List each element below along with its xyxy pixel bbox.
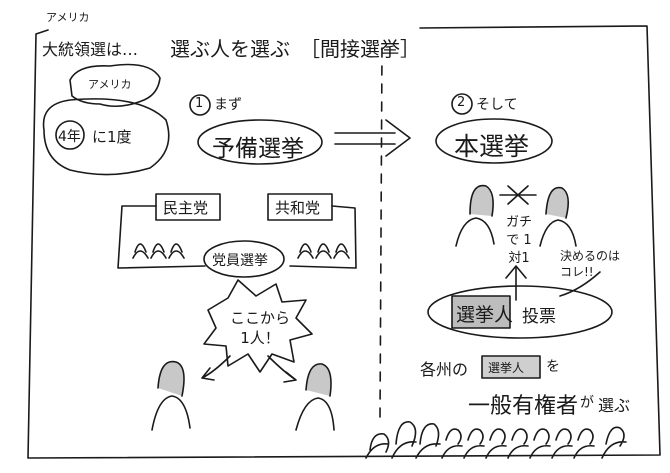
candidate-a-icon: [455, 184, 495, 247]
map-label: アメリカ: [88, 78, 132, 91]
elector-label: 選挙人: [456, 304, 514, 326]
step2-circle: [451, 93, 473, 115]
year-circle: [55, 120, 85, 150]
primary-oval: [197, 119, 323, 165]
elector-box: [451, 295, 511, 329]
step1-num: 1: [195, 96, 204, 111]
candidate-b-icon: [539, 186, 577, 247]
burst-label: ここから 1人！: [230, 309, 291, 347]
ga-label: が: [580, 395, 594, 411]
voters-crowd-icon: [365, 421, 627, 459]
big-arrow: [334, 119, 411, 157]
rep-box: [267, 193, 333, 221]
step2-label: そして: [476, 97, 518, 113]
public-label: 一般有権者: [468, 394, 579, 419]
usa-tag: アメリカ: [46, 11, 90, 24]
general-label: 本選挙: [454, 132, 530, 161]
header-main: 選ぶ人を選ぶ: [170, 37, 290, 61]
vote-label: 投票: [522, 307, 556, 327]
burst-shape: [203, 279, 313, 373]
member-vote-oval: [203, 240, 285, 278]
up-arrow: [505, 265, 527, 301]
versus-label: ガチで 1対1: [505, 215, 532, 266]
general-oval: [435, 118, 553, 164]
usa-map-shape: [69, 63, 161, 108]
arrow-right-candidate: [267, 355, 297, 383]
step1-label: まず: [214, 97, 242, 113]
rep-members-icon: [297, 243, 350, 259]
decides-pointer: [559, 271, 601, 297]
step1-circle: [189, 94, 211, 116]
primary-label: 予備選挙: [212, 136, 304, 162]
candidate-right-icon: [295, 363, 335, 431]
frequency-bubble: [42, 98, 170, 176]
divider-line: [379, 47, 383, 421]
every-rest: に1度: [92, 128, 132, 146]
header-lead: 大統領選は…: [42, 40, 139, 59]
rep-bracket: [289, 205, 357, 269]
header-bracket: ［間接選挙］: [300, 37, 420, 61]
elector-small-box: [481, 355, 541, 379]
elector-small-label: 選挙人: [488, 361, 525, 375]
wo-label: を: [546, 359, 560, 375]
dem-bracket: [117, 205, 206, 269]
rep-label: 共和党: [275, 199, 321, 217]
dem-members-icon: [132, 243, 185, 259]
decides-label: 決めるのは コレ!!: [560, 249, 621, 279]
dem-box: [155, 193, 221, 221]
dem-label: 民主党: [163, 199, 209, 217]
choose-label: 選ぶ: [598, 396, 631, 415]
every-num: 4年: [58, 129, 81, 145]
versus-mark: [499, 185, 537, 205]
each-state-label: 各州の: [420, 360, 469, 379]
member-vote-label: 党員選挙: [212, 253, 268, 269]
candidate-left-icon: [151, 360, 191, 431]
step2-num: 2: [457, 95, 466, 110]
elector-oval: [427, 285, 613, 339]
frame-line: [27, 25, 661, 459]
arrow-left-candidate: [201, 355, 231, 381]
